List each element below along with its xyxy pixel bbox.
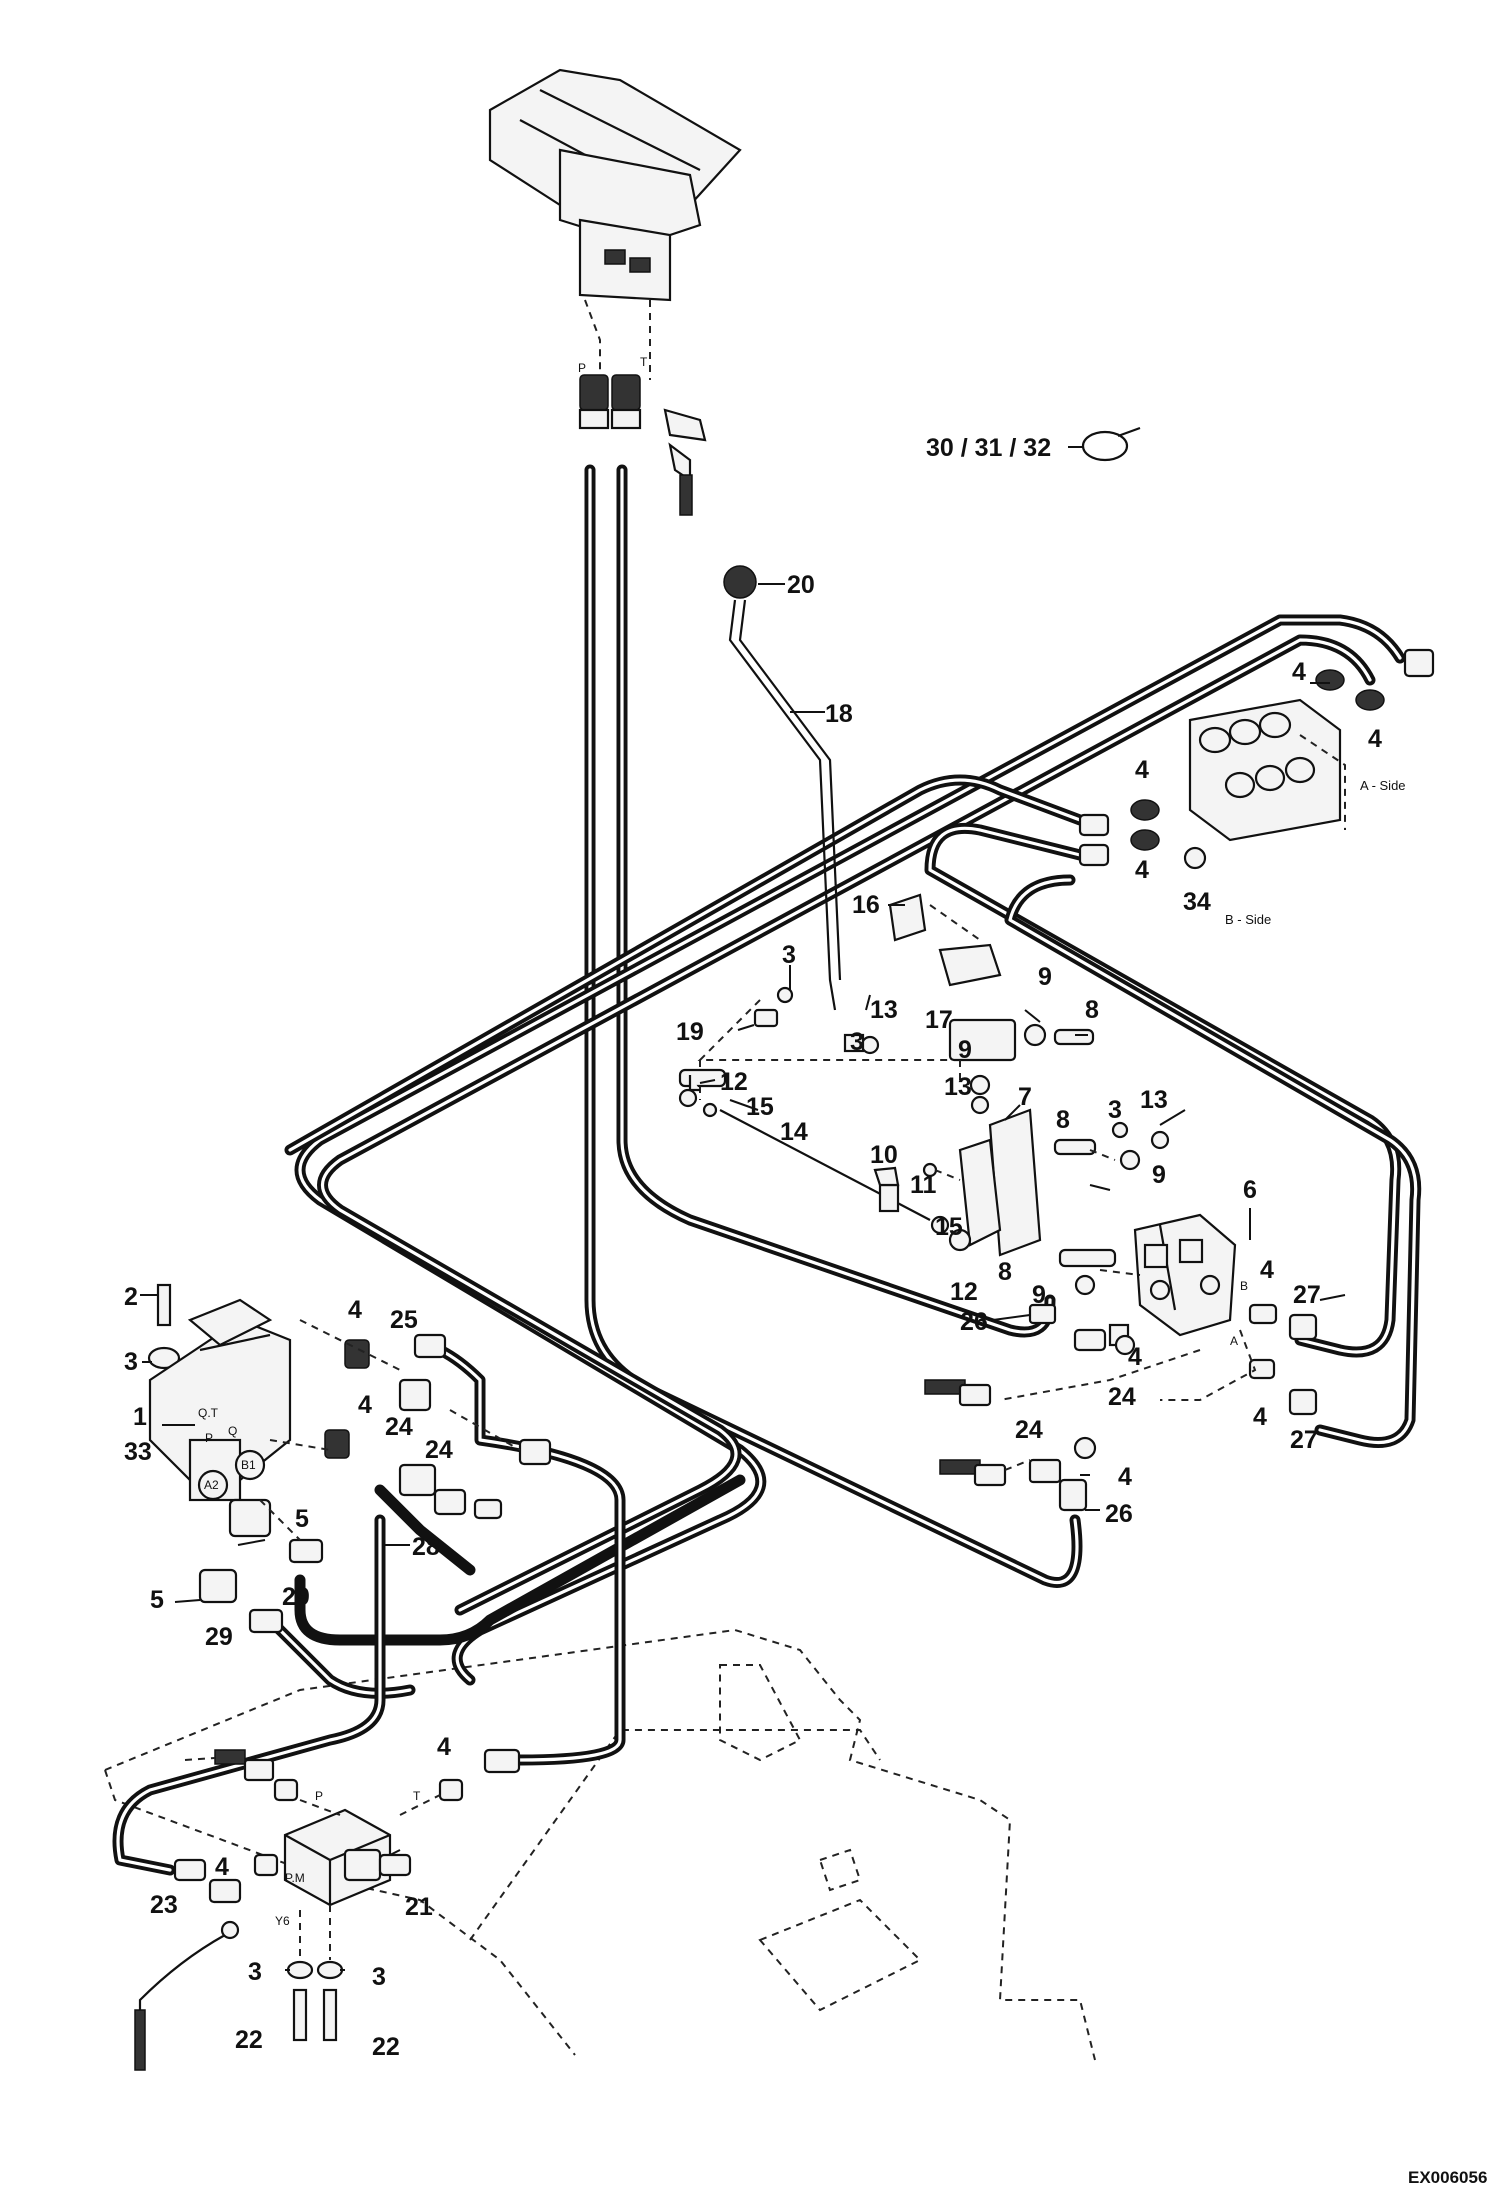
callout-8a: 8 <box>1085 996 1099 1024</box>
callout-14: 14 <box>780 1118 808 1146</box>
callout-3f: 3 <box>372 1963 386 1991</box>
callout-4d: 4 <box>1135 856 1149 884</box>
callout-29a: 29 <box>282 1583 310 1611</box>
callout-27a: 27 <box>1293 1281 1321 1309</box>
callout-clamp: 30 / 31 / 32 <box>926 434 1051 462</box>
callout-24e: 24 <box>1015 1416 1043 1444</box>
callout-26b: 26 <box>1105 1500 1133 1528</box>
callout-4b: 4 <box>1368 725 1382 753</box>
callout-13a: 13 <box>870 996 898 1024</box>
callout-3c: 3 <box>1108 1096 1122 1124</box>
callout-23: 23 <box>150 1891 178 1919</box>
callout-15b: 15 <box>935 1213 963 1241</box>
callout-22b: 22 <box>372 2033 400 2061</box>
callout-5a: 5 <box>295 1505 309 1533</box>
callout-13b: 13 <box>944 1073 972 1101</box>
callout-3b: 3 <box>850 1028 864 1056</box>
callout-29b: 29 <box>205 1623 233 1651</box>
callout-18: 18 <box>825 700 853 728</box>
port-label-t-top: T <box>640 355 648 369</box>
label-a-side: A - Side <box>1360 778 1406 793</box>
callout-3a: 3 <box>782 941 796 969</box>
callout-27b: 27 <box>1290 1426 1318 1454</box>
port-label-pm: P.M <box>285 1871 305 1885</box>
port-label-q: Q <box>228 1424 237 1438</box>
callout-15a: 15 <box>746 1093 774 1121</box>
callout-19: 19 <box>676 1018 704 1046</box>
callout-22a: 22 <box>235 2026 263 2054</box>
callout-4i: 4 <box>1253 1403 1267 1431</box>
callout-4e: 4 <box>348 1296 362 1324</box>
callout-3e: 3 <box>248 1958 262 1986</box>
port-label-a: A <box>1230 1334 1238 1348</box>
callout-12b: 12 <box>950 1278 978 1306</box>
port-label-b: B <box>1240 1279 1248 1293</box>
callout-24b: 24 <box>425 1436 453 1464</box>
leader-lines <box>140 583 1346 1971</box>
frame-outline <box>104 1628 1096 2061</box>
bottom-valve-assembly <box>134 1748 521 2071</box>
hose-clamp <box>1081 426 1141 462</box>
callout-3d: 3 <box>124 1348 138 1376</box>
control-valve-block <box>1078 648 1435 870</box>
callout-6: 6 <box>1243 1176 1257 1204</box>
port-label-qt: Q.T <box>198 1406 219 1420</box>
callout-8b: 8 <box>1056 1106 1070 1134</box>
port-label-a2: A2 <box>204 1478 219 1492</box>
callout-9a: 9 <box>1038 963 1052 991</box>
callout-33: 33 <box>124 1438 152 1466</box>
callout-26a: 26 <box>960 1308 988 1336</box>
callout-21: 21 <box>405 1893 433 1921</box>
callout-4j: 4 <box>1118 1463 1132 1491</box>
callout-9c: 9 <box>1152 1161 1166 1189</box>
callout-4a: 4 <box>1292 658 1306 686</box>
callout-5b: 5 <box>150 1586 164 1614</box>
left-bracket-assembly <box>147 1283 552 1634</box>
callout-20: 20 <box>787 571 815 599</box>
port-label-t-valve: T <box>413 1789 421 1803</box>
callout-9b: 9 <box>958 1036 972 1064</box>
callout-4c: 4 <box>1135 756 1149 784</box>
port-label-p-block: P <box>205 1431 213 1445</box>
callout-9d: 9 <box>1032 1281 1046 1309</box>
callout-4l: 4 <box>215 1853 229 1881</box>
label-b-side: B - Side <box>1225 912 1271 927</box>
callout-13c: 13 <box>1140 1086 1168 1114</box>
pilot-control-unit <box>488 68 742 516</box>
callout-4k: 4 <box>437 1733 451 1761</box>
callout-4h: 4 <box>1128 1343 1142 1371</box>
callout-24d: 24 <box>1108 1383 1136 1411</box>
callout-7: 7 <box>1018 1083 1032 1111</box>
callout-4f: 4 <box>358 1391 372 1419</box>
callout-17: 17 <box>925 1006 953 1034</box>
port-label-p-valve: P <box>315 1789 323 1803</box>
callout-4g: 4 <box>1260 1256 1274 1284</box>
hoses <box>112 464 1422 1876</box>
callout-2: 2 <box>124 1283 138 1311</box>
callout-34: 34 <box>1183 888 1211 916</box>
callout-12a: 12 <box>720 1068 748 1096</box>
drawing-code: EX006056 <box>1408 2168 1487 2187</box>
callout-10: 10 <box>870 1141 898 1169</box>
callout-1: 1 <box>133 1403 147 1431</box>
callout-16: 16 <box>852 891 880 919</box>
port-label-p-top: P <box>578 361 586 375</box>
callout-24a: 24 <box>385 1413 413 1441</box>
callout-8c: 8 <box>998 1258 1012 1286</box>
callout-25: 25 <box>390 1306 418 1334</box>
callout-28: 28 <box>412 1533 440 1561</box>
callout-numbers: 20 18 16 3 13 3 19 17 9 8 9 13 12 15 14 … <box>124 571 1382 2061</box>
callout-11: 11 <box>910 1171 937 1199</box>
port-label-y6: Y6 <box>275 1914 290 1928</box>
pedal-linkage <box>678 565 1318 1512</box>
port-label-b1: B1 <box>241 1458 256 1472</box>
